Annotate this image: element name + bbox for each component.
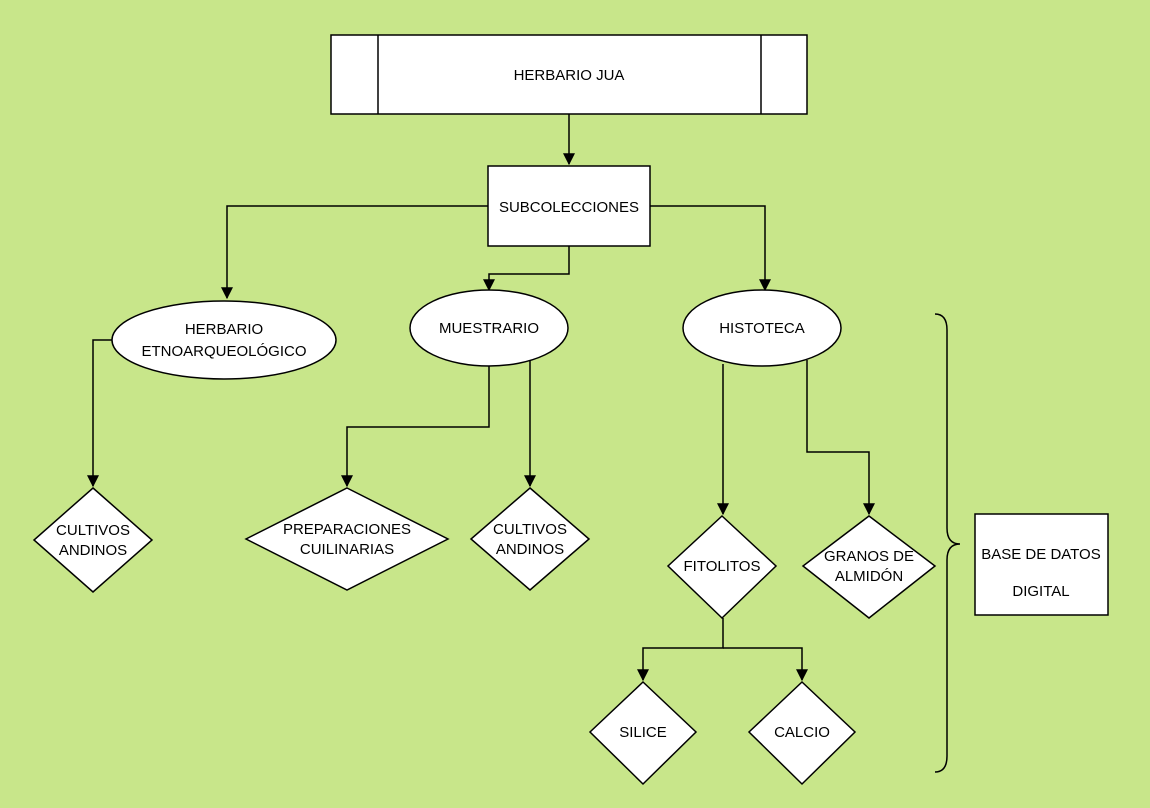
edge-subcolecciones-to-herbario (221, 205, 488, 300)
node-calcio-label: CALCIO (774, 724, 830, 741)
node-herbario-line2: ETNOARQUEOLÓGICO (141, 343, 306, 360)
node-base-de-datos-digital: BASE DE DATOS DIGITAL (974, 513, 1109, 616)
edge-subcolecciones-to-muestrario (483, 246, 570, 292)
node-histoteca-label: HISTOTECA (719, 320, 805, 337)
node-cultivos-1-line2: ANDINOS (59, 542, 127, 559)
node-cultivos-2-line1: CULTIVOS (493, 521, 567, 538)
node-subcolecciones: SUBCOLECCIONES (487, 165, 651, 247)
node-preparaciones-cuilinarias: PREPARACIONES CUILINARIAS (244, 487, 450, 591)
node-herbario-etnoarqueologico: HERBARIO ETNOARQUEOLÓGICO (111, 300, 337, 380)
node-cultivos-2-line2: ANDINOS (496, 541, 564, 558)
edge-subcolecciones-to-histoteca (650, 205, 771, 292)
node-herbario-jua-label: HERBARIO JUA (514, 67, 625, 84)
node-cultivos-andinos-1: CULTIVOS ANDINOS (32, 487, 154, 593)
node-granos-line2: ALMIDÓN (835, 568, 903, 585)
node-cultivos-1-line1: CULTIVOS (56, 522, 130, 539)
node-calcio: CALCIO (747, 680, 857, 786)
node-silice: SILICE (588, 680, 698, 786)
node-cultivos-andinos-2: CULTIVOS ANDINOS (469, 487, 591, 591)
node-muestrario-label: MUESTRARIO (439, 320, 539, 337)
node-granos-de-almidon: GRANOS DE ALMIDÓN (801, 515, 937, 619)
node-preparaciones-line2: CUILINARIAS (300, 541, 394, 558)
right-brace (934, 313, 961, 773)
connectors (87, 114, 875, 682)
node-histoteca: HISTOTECA (682, 289, 842, 367)
node-herbario-jua: HERBARIO JUA (330, 34, 808, 115)
node-herbario-line1: HERBARIO (185, 321, 263, 338)
node-subcolecciones-label: SUBCOLECCIONES (499, 199, 639, 216)
node-preparaciones-line1: PREPARACIONES (283, 521, 411, 538)
edge-fitolitos-to-silice (637, 618, 724, 682)
node-silice-label: SILICE (619, 724, 667, 741)
node-muestrario: MUESTRARIO (409, 289, 569, 367)
edge-fitolitos-to-calcio (723, 647, 808, 682)
node-fitolitos: FITOLITOS (666, 514, 778, 620)
edge-herbario-to-cultivos-1 (87, 339, 118, 488)
edge-histoteca-to-granos (806, 360, 875, 516)
edge-muestrario-to-preparaciones (341, 366, 490, 488)
node-granos-line1: GRANOS DE (824, 548, 914, 565)
node-base-line1: BASE DE DATOS (981, 546, 1100, 563)
node-fitolitos-label: FITOLITOS (684, 558, 761, 575)
node-base-line2: DIGITAL (1012, 583, 1069, 600)
